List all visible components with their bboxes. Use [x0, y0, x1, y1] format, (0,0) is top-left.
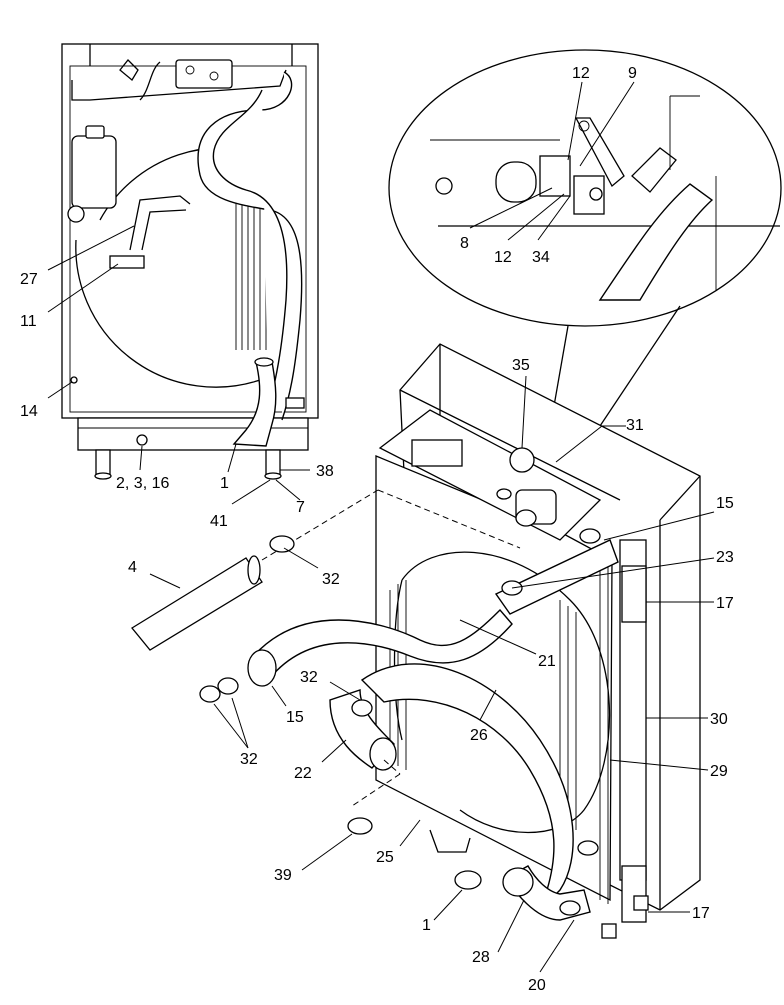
leader-lines: [47, 81, 715, 973]
callout-26: 26: [470, 727, 488, 744]
rear-base-rail: [77, 417, 309, 451]
hose-15: [249, 608, 513, 680]
main-assembly: [131, 343, 701, 939]
callout-labels: 12 9 8 12 34 27 11 14 2, 3, 16 1 38 41 7…: [20, 65, 734, 994]
lower-hose-22: [360, 663, 574, 911]
callout-34: 34: [532, 249, 550, 266]
rear-view-assembly: [61, 43, 319, 480]
upper-hose-21: [494, 539, 619, 615]
callout-12-bottom: 12: [494, 249, 512, 266]
callout-8: 8: [460, 235, 469, 252]
hose-4: [131, 557, 263, 651]
detail-cap: [495, 161, 537, 203]
callout-11: 11: [20, 313, 37, 330]
callout-21: 21: [538, 653, 556, 670]
callout-32-upper: 32: [322, 571, 340, 588]
callout-39: 39: [274, 867, 292, 884]
callout-1-main: 1: [422, 917, 431, 934]
callout-22: 22: [294, 765, 312, 782]
callout-15-left: 15: [286, 709, 304, 726]
callout-32-lower: 32: [240, 751, 258, 768]
callout-27: 27: [20, 271, 38, 288]
pad-17-bottom: [621, 865, 647, 923]
surge-tank: [71, 135, 117, 209]
callout-38: 38: [316, 463, 334, 480]
callout-28: 28: [472, 949, 490, 966]
callout-9: 9: [628, 65, 637, 82]
pressure-cap: [509, 447, 535, 473]
callout-30: 30: [710, 711, 728, 728]
callout-12-top: 12: [572, 65, 590, 82]
callout-7: 7: [296, 499, 305, 516]
hose-clamps: [199, 528, 601, 916]
callout-20: 20: [528, 977, 546, 994]
callout-25: 25: [376, 849, 394, 866]
callout-2-3-16: 2, 3, 16: [116, 475, 169, 492]
callout-1-rear: 1: [220, 475, 229, 492]
callout-41: 41: [210, 513, 228, 530]
callout-17-bottom: 17: [692, 905, 710, 922]
callout-23: 23: [716, 549, 734, 566]
pad-17-top: [621, 565, 647, 623]
detail-hose: [598, 183, 714, 301]
callout-35: 35: [512, 357, 530, 374]
callout-15-right: 15: [716, 495, 734, 512]
detail-bubble: [388, 49, 782, 487]
callout-14: 14: [20, 403, 38, 420]
callout-32-mid: 32: [300, 669, 318, 686]
callout-31: 31: [626, 417, 644, 434]
callout-17-top: 17: [716, 595, 734, 612]
callout-29: 29: [710, 763, 728, 780]
callout-4: 4: [128, 559, 137, 576]
